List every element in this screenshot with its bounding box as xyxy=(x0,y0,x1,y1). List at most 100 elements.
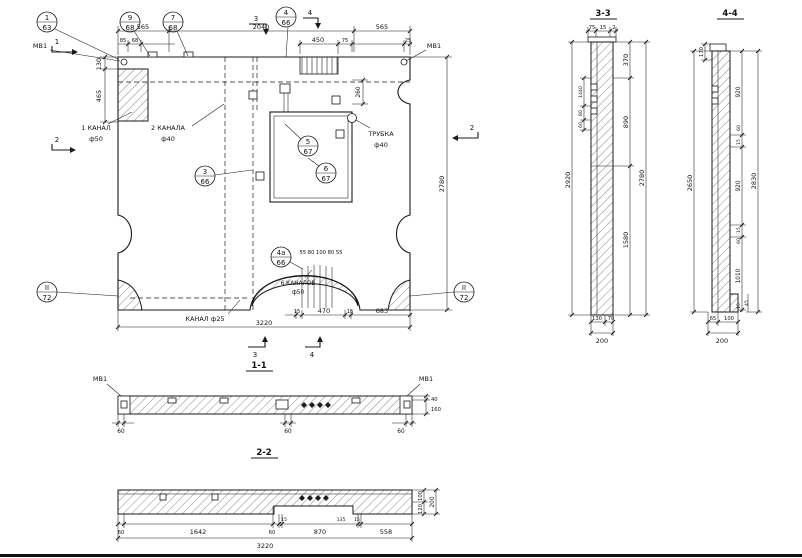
canal2-label: 2 КАНАЛА xyxy=(151,124,185,132)
svg-text:870: 870 xyxy=(314,528,326,536)
svg-text:3: 3 xyxy=(254,15,258,23)
arch-small-dims: 55 80 100 80 55 xyxy=(300,250,343,256)
svg-text:15: 15 xyxy=(347,309,354,315)
panel-outline xyxy=(117,56,411,311)
svg-text:4: 4 xyxy=(310,351,315,359)
svg-text:2830: 2830 xyxy=(750,173,758,190)
svg-text:67: 67 xyxy=(322,175,331,183)
svg-text:3220: 3220 xyxy=(257,542,274,550)
svg-text:II: II xyxy=(45,284,49,292)
svg-text:100: 100 xyxy=(724,316,734,322)
s33-dim-right: 370 890 1580 xyxy=(613,39,634,318)
s44-top-cap xyxy=(709,43,727,52)
svg-text:558: 558 xyxy=(380,528,392,536)
callout-num: 1 xyxy=(45,14,49,22)
svg-text:7: 7 xyxy=(171,14,175,22)
section-mark-4-top: 4 xyxy=(303,9,321,29)
svg-text:68: 68 xyxy=(126,24,135,32)
svg-text:15: 15 xyxy=(600,25,607,31)
dim-bottom-total: 3220 xyxy=(115,310,413,331)
s44-dim-left-total: 2650 xyxy=(686,48,712,315)
section-1-1: 1-1 МВ1 МВ1 60 60 60 40 160 xyxy=(93,361,441,435)
svg-text:15: 15 xyxy=(736,303,742,309)
lifting-loop-right xyxy=(400,58,408,66)
svg-text:3: 3 xyxy=(253,351,257,359)
dim-260: 260 xyxy=(352,77,368,107)
svg-text:75: 75 xyxy=(342,38,349,44)
callout-4-66: 4 66 xyxy=(275,6,297,58)
section-mark-3-top: 3 xyxy=(249,15,269,35)
svg-text:2920: 2920 xyxy=(564,172,572,189)
s33-body xyxy=(590,41,614,316)
s44-dim-foot: 45 xyxy=(744,294,750,312)
callout-II-72-right: II 72 xyxy=(409,281,475,303)
svg-text:15: 15 xyxy=(354,517,360,523)
svg-text:67: 67 xyxy=(304,148,313,156)
s33-dim-left-small: 1440 80 60 xyxy=(578,75,591,133)
corner-hatch-right xyxy=(387,279,411,311)
svg-text:2780: 2780 xyxy=(638,170,646,187)
lifting-loop-left xyxy=(120,58,128,66)
plan-labels: МВ1 МВ1 1 КАНАЛ ф50 2 КАНАЛА ф40 ТРУБКА … xyxy=(33,42,441,323)
svg-text:ф40: ф40 xyxy=(161,135,175,143)
s33-dim-left-total: 2920 xyxy=(564,39,591,318)
svg-text:15: 15 xyxy=(281,517,287,523)
section-3-3-title: 3-3 xyxy=(595,9,610,19)
svg-text:565: 565 xyxy=(376,23,388,31)
s33-dim-right-total: 2780 xyxy=(634,39,650,318)
svg-text:II: II xyxy=(462,284,466,292)
svg-text:200: 200 xyxy=(430,496,436,507)
svg-text:85: 85 xyxy=(120,38,127,44)
svg-text:3220: 3220 xyxy=(256,319,273,327)
canal1-label: 1 КАНАЛ xyxy=(81,124,111,132)
s44-body xyxy=(711,50,731,313)
s44-dim-170: 170 xyxy=(699,41,712,63)
dim-top-near: 85 68 450 75 25 xyxy=(118,36,413,54)
svg-text:200: 200 xyxy=(596,337,608,345)
canal25-label: КАНАЛ ф25 xyxy=(185,315,224,323)
hatch-areas xyxy=(117,56,411,311)
canal6-label: 6 КАНАЛОВ xyxy=(281,281,316,287)
svg-text:75: 75 xyxy=(589,25,596,31)
top-keyway-band xyxy=(299,56,339,75)
svg-text:135: 135 xyxy=(337,517,346,523)
svg-text:260: 260 xyxy=(356,86,362,97)
s22-dim-total: 3220 xyxy=(115,535,415,550)
s11-body xyxy=(117,395,413,415)
svg-text:65: 65 xyxy=(710,316,717,322)
svg-text:72: 72 xyxy=(460,294,469,302)
s22-body xyxy=(117,489,413,515)
channel-axes xyxy=(118,57,410,310)
svg-text:920: 920 xyxy=(736,180,742,191)
svg-text:60: 60 xyxy=(736,125,742,131)
svg-text:60: 60 xyxy=(269,530,276,536)
svg-text:465: 465 xyxy=(95,90,103,102)
svg-text:2650: 2650 xyxy=(686,175,694,192)
svg-text:4: 4 xyxy=(284,9,289,17)
dim-bottom-near: 15 470 15 683 xyxy=(285,307,413,319)
svg-text:890: 890 xyxy=(622,116,630,128)
svg-text:1642: 1642 xyxy=(190,528,207,536)
svg-text:68: 68 xyxy=(169,24,178,32)
s22-dim-side: 100 120 200 xyxy=(412,487,440,517)
opening-outer xyxy=(269,111,353,203)
svg-text:2780: 2780 xyxy=(438,176,446,193)
callout-1-63: 1 63 xyxy=(36,11,119,60)
callout-II-72-left: II 72 xyxy=(36,281,119,303)
section-4-4-title: 4-4 xyxy=(722,9,737,19)
corner-hatch-left xyxy=(117,279,143,311)
section-1-1-title: 1-1 xyxy=(251,361,266,371)
svg-text:72: 72 xyxy=(43,294,52,302)
mv1-left-label: МВ1 xyxy=(33,42,47,50)
svg-text:370: 370 xyxy=(622,54,630,66)
section-2-2-title: 2-2 xyxy=(256,448,271,458)
callout-5-67: 5 67 xyxy=(284,123,319,157)
svg-text:4: 4 xyxy=(308,9,313,17)
section-mark-4-bottom: 4 xyxy=(305,336,323,359)
svg-text:2: 2 xyxy=(612,25,615,31)
callout-4a-66: 4а 66 xyxy=(270,246,304,270)
plan-view: 1 63 9 68 7 68 4 66 3 66 5 67 6 67 xyxy=(33,6,479,359)
callout-3-66: 3 66 xyxy=(194,165,253,187)
